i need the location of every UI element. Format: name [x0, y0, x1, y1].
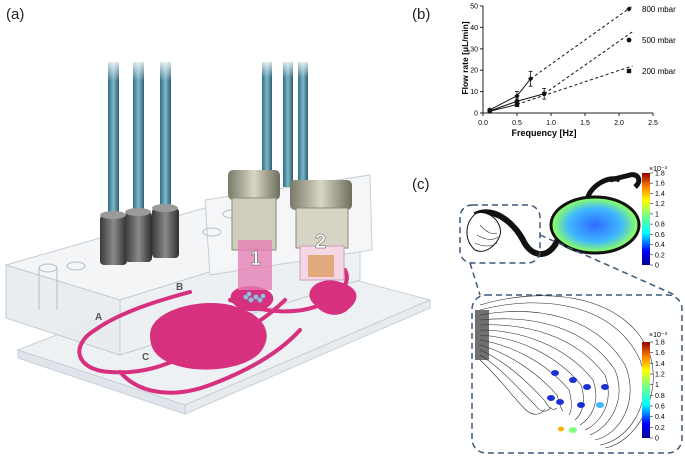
colorbar-tick-label: 0.2: [655, 425, 665, 432]
circle-marker: [541, 91, 547, 97]
colorbar-bottom-exponent: ×10⁻³: [649, 332, 668, 339]
y-tick-label: 20: [470, 68, 478, 75]
colorbar-tick-label: 1.6: [655, 181, 665, 188]
colorbar-tick-label: 1.8: [655, 340, 665, 347]
zoom-region-small: [459, 204, 541, 264]
colorbar-tick-label: 0.6: [655, 404, 665, 411]
chamber-1: [228, 170, 280, 290]
fit-line-dashed: [516, 65, 633, 105]
tubing-left: [100, 60, 180, 232]
fit-line-solid: [489, 103, 518, 112]
chart-legend: 800 mbar 500 mbar 200 mbar: [626, 5, 676, 76]
panel-label-a: (a): [6, 6, 25, 23]
zoom-connector-right: [539, 234, 676, 296]
colorbar-tick-label: 0: [655, 263, 659, 270]
colorbar-tick-label: 1.2: [655, 372, 665, 379]
colorbar-tick-label: 0: [655, 436, 659, 443]
diamond-marker: [626, 6, 632, 12]
colorbar-tick-label: 1.4: [655, 361, 665, 368]
panel-label-c: (c): [412, 176, 430, 193]
legend-label: 200 mbar: [642, 67, 676, 76]
colorbar-tick-label: 0.4: [655, 414, 665, 421]
y-tick-label: 30: [470, 46, 478, 53]
chart-fit-lines: [489, 5, 633, 112]
point-label-a: A: [95, 312, 102, 323]
point-label-c: C: [142, 352, 149, 363]
square-marker: [514, 102, 520, 107]
colorbar-tick-label: 0.2: [655, 252, 665, 259]
colorbar-tick-label: 0.8: [655, 222, 665, 229]
y-tick-label: 10: [470, 89, 478, 96]
fit-line-dashed: [543, 31, 633, 95]
outlet-reservoir: [309, 280, 357, 315]
colorbar-tick-label: 1: [655, 382, 659, 389]
colorbar-tick-label: 1.4: [655, 191, 665, 198]
chart-axes: [482, 6, 653, 114]
tubing-right: [255, 60, 315, 192]
colorbar-tick-label: 1.8: [655, 171, 665, 178]
chart-points: [487, 70, 547, 114]
colorbar-tick-label: 1.2: [655, 201, 665, 208]
chamber-2-label: 2: [315, 231, 326, 253]
colorbar-bottom: ×10⁻³ 1.8 1.6 1.4 1.2 1 0.8 0.6 0.4 0.2 0: [642, 332, 668, 443]
colorbar-tick-label: 0.6: [655, 232, 665, 239]
zoom-region-large: [471, 294, 683, 454]
zoomed-cells: [547, 370, 609, 433]
x-tick-label: 2.5: [648, 120, 658, 127]
simulated-chamber: [549, 195, 641, 255]
central-chamber: [150, 303, 267, 370]
channel-overview: [466, 172, 642, 257]
axis-lines: [482, 6, 653, 114]
cell-cluster: [243, 291, 266, 303]
x-tick-label: 1.5: [580, 120, 590, 127]
x-axis-label: Frequency [Hz]: [511, 128, 576, 138]
legend-label: 500 mbar: [642, 36, 676, 45]
fit-line-solid: [489, 78, 531, 111]
flow-rate-chart: 0.0 0.5 1.0 1.5 2.0 2.5 0 10 20 30 40 50 800 mbar 50…: [460, 4, 676, 139]
colorbar-tick-label: 0.4: [655, 242, 665, 249]
colorbar-tick-label: 1.6: [655, 350, 665, 357]
x-tick-label: 0.0: [478, 120, 488, 127]
square-marker: [487, 109, 492, 114]
chart-ticks: 0.0 0.5 1.0 1.5 2.0 2.5 0 10 20 30 40 50: [470, 4, 658, 128]
simulation-figure: ×10⁻³ 1.8 1.6 1.4 1.2 1 0.8 0.6 0.4 0.2 0 ×10⁻³ 1…: [459, 166, 683, 454]
colorbar-top-exponent: ×10⁻³: [649, 166, 668, 173]
y-tick-label: 50: [470, 4, 478, 11]
zoom-connector-left: [469, 262, 481, 296]
x-tick-label: 0.5: [512, 120, 522, 127]
y-tick-label: 40: [470, 25, 478, 32]
diamond-marker: [514, 93, 520, 99]
streamline-inlet: [475, 310, 489, 360]
colorbar-tick-label: 0.8: [655, 393, 665, 400]
colorbar-tick-label: 1: [655, 211, 659, 218]
legend-label: 800 mbar: [642, 5, 676, 14]
y-tick-label: 0: [474, 111, 478, 118]
square-marker: [626, 68, 632, 74]
y-axis-label: Flow rate [μL/min]: [460, 21, 470, 94]
chamber-2: [290, 180, 352, 281]
x-tick-label: 1.0: [546, 120, 556, 127]
connectors-left: [100, 204, 179, 265]
point-label-b: B: [176, 282, 183, 293]
circle-marker: [626, 37, 632, 43]
x-tick-label: 2.0: [614, 120, 624, 127]
fit-line-dashed: [530, 5, 633, 80]
panel-label-b: (b): [412, 6, 431, 23]
chamber-1-label: 1: [250, 248, 261, 270]
colorbar-top: ×10⁻³ 1.8 1.6 1.4 1.2 1 0.8 0.6 0.4 0.2 0: [642, 166, 668, 270]
zoomed-streamlines: [479, 295, 654, 449]
